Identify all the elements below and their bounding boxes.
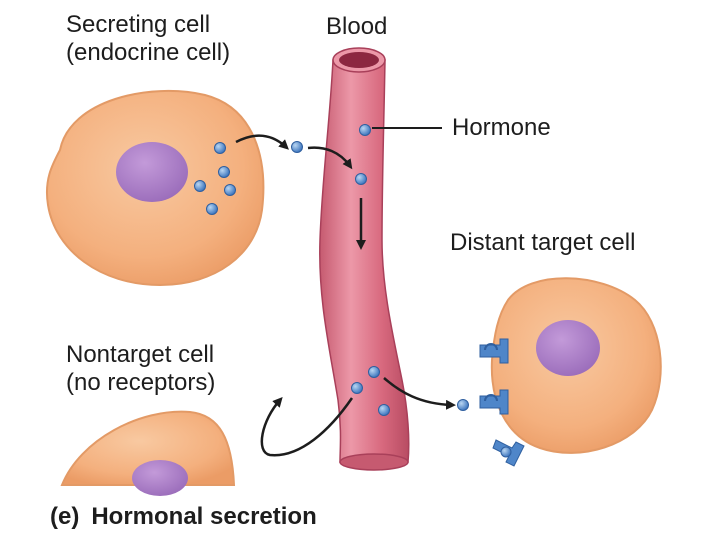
target-cell-nucleus (536, 320, 600, 376)
hormone-molecule-icon (291, 124, 469, 416)
hormone-label: Hormone (452, 114, 551, 141)
secreting-cell-nucleus (116, 142, 188, 202)
blood-vessel (319, 47, 410, 471)
secreting-cell (46, 89, 265, 287)
caption-title: Hormonal secretion (91, 503, 317, 530)
receptor-icon (479, 389, 509, 415)
receptor-icon (479, 338, 509, 364)
figure-caption: (e) Hormonal secretion (50, 503, 329, 531)
nontarget-cell-nucleus (132, 460, 188, 496)
receptor-icon (492, 439, 525, 467)
caption-letter: (e) (50, 503, 80, 530)
arrow-icon (235, 134, 456, 457)
hormone-molecule-icon (194, 142, 236, 215)
target-cell (490, 277, 662, 454)
secreting-cell-label: Secreting cell (endocrine cell) (66, 11, 231, 66)
nontarget-cell (60, 410, 236, 496)
blood-label: Blood (326, 13, 388, 40)
distant-target-cell-label: Distant target cell (450, 229, 636, 256)
nontarget-cell-label: Nontarget cell (no receptors) (66, 341, 216, 396)
